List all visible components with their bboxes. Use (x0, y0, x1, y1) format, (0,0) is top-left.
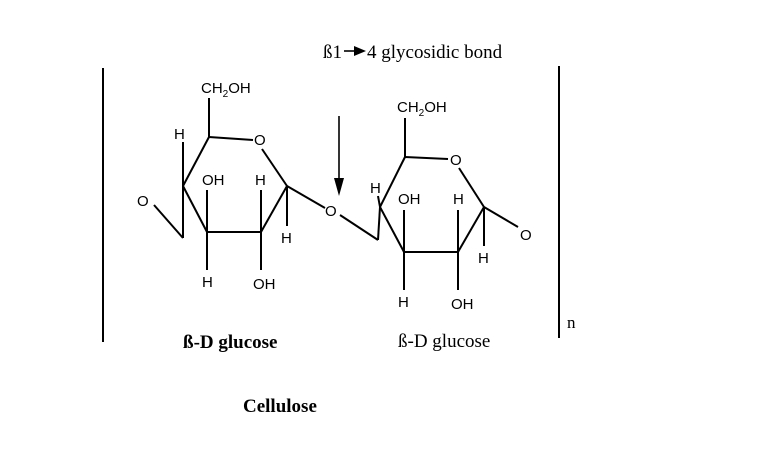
right-oh-mid: OH (398, 191, 421, 208)
left-glucose-ring: CH2OH O H O OH H H OH H (137, 80, 326, 293)
right-h-right: H (478, 250, 489, 267)
cellulose-title: Cellulose (243, 396, 317, 417)
right-h-mid: H (453, 191, 464, 208)
left-linker-oxygen: O (137, 193, 149, 210)
left-ring-oxygen: O (254, 132, 266, 149)
left-glucose-name: ß-D glucose (183, 332, 277, 353)
bond-right-arrow-icon (344, 46, 366, 56)
left-h-mid: H (255, 172, 266, 189)
glycosidic-bond-label: ß1 (323, 42, 342, 63)
glycosidic-down-arrow-icon (334, 116, 344, 196)
right-ch2oh-label: CH2OH (397, 99, 447, 119)
right-glucose-name: ß-D glucose (398, 331, 490, 352)
left-oh-bottom: OH (253, 276, 276, 293)
repeat-subscript-n: n (567, 313, 576, 332)
right-glucose-ring: CH2OH O H OH H H OH H (370, 99, 532, 313)
left-h-top: H (174, 126, 185, 143)
right-linker-oxygen: O (520, 227, 532, 244)
right-ring-oxygen: O (450, 152, 462, 169)
left-oh-mid: OH (202, 172, 225, 189)
bond-label-prefix: ß1 (323, 42, 342, 63)
glycosidic-oxygen: O (325, 203, 337, 220)
left-h-right: H (281, 230, 292, 247)
left-ch2oh-label: CH2OH (201, 80, 251, 100)
glycosidic-bond-label-suffix: 4 glycosidic bond (367, 42, 503, 63)
right-h-left: H (370, 180, 381, 197)
right-oh-bottom: OH (451, 296, 474, 313)
right-h-bottom: H (398, 294, 409, 311)
left-h-bottom: H (202, 274, 213, 291)
